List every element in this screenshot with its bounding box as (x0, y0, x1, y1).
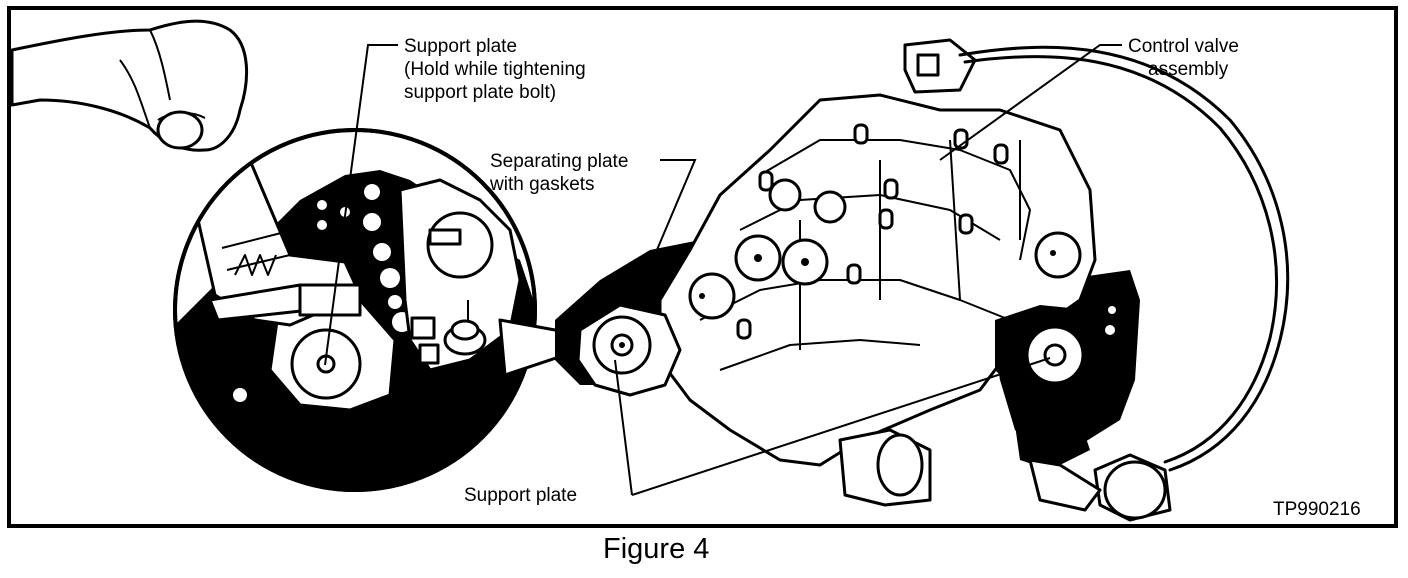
label-control-valve-line2: assembly (1148, 59, 1229, 80)
label-support-plate-bottom: Support plate (464, 485, 577, 506)
figure-code: TP990216 (1273, 499, 1361, 520)
label-control-valve-line1: Control valve (1128, 36, 1239, 57)
hand-illustration (10, 19, 249, 152)
control-valve-assembly (555, 38, 1290, 522)
leader-control-valve (939, 44, 1122, 161)
leader-support-plate-right (631, 357, 1051, 496)
figure-caption: Figure 4 (603, 533, 709, 565)
label-support-plate-hold-line2: (Hold while tightening (404, 59, 586, 80)
leader-separating-plate (639, 159, 697, 291)
label-support-plate-hold-line1: Support plate (404, 36, 517, 57)
label-support-plate-hold-line3: support plate bolt) (404, 82, 556, 103)
label-separating-plate-line1: Separating plate (490, 151, 628, 172)
leader-support-plate-hold (324, 44, 398, 366)
label-separating-plate-line2: with gaskets (489, 174, 595, 195)
leader-support-plate-left (614, 359, 633, 496)
